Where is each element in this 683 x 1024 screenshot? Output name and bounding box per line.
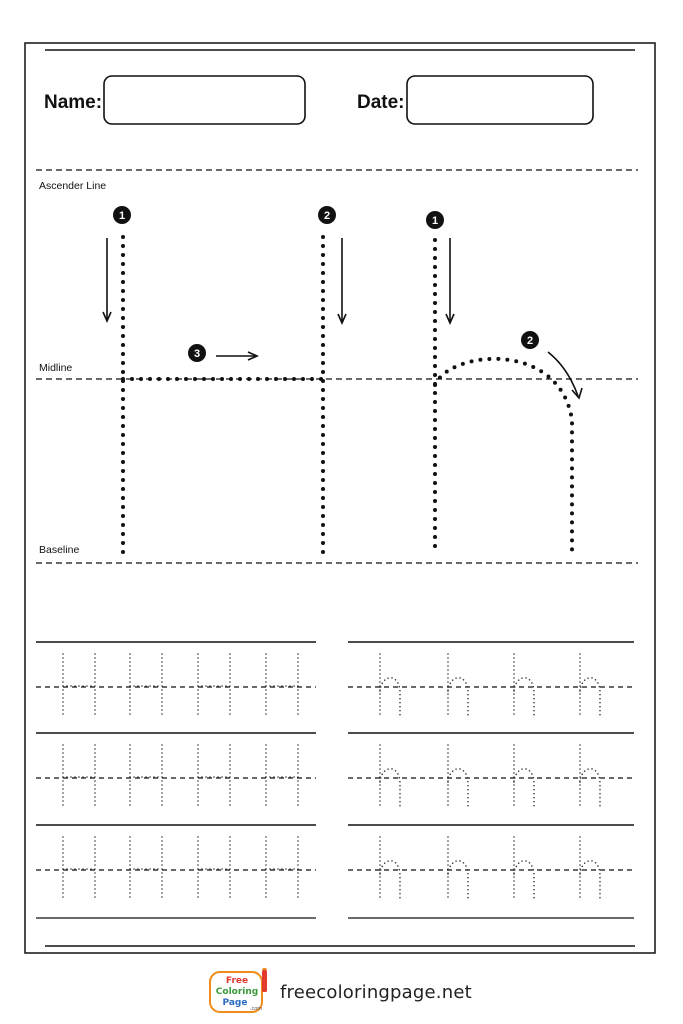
site-logo: Free Coloring Page .com — [209, 968, 267, 1013]
arrow-curve-lower-2 — [547, 351, 579, 397]
arrow-head — [337, 313, 347, 325]
svg-text:2: 2 — [527, 335, 533, 347]
svg-text:1: 1 — [119, 210, 125, 222]
date-label: Date: — [357, 92, 405, 113]
step-badge-upper-1 — [113, 206, 131, 224]
logo-line-page: Page — [223, 998, 248, 1008]
arrow-head — [571, 387, 583, 400]
name-field[interactable] — [103, 75, 306, 125]
baseline-label: Baseline — [39, 544, 79, 556]
direction-arrows — [102, 238, 583, 400]
trace-h-lower-arch — [379, 676, 401, 717]
site-url[interactable]: freecoloringpage.net — [280, 982, 472, 1003]
step-badges: 1 2 3 1 2 — [113, 206, 539, 362]
svg-text:2: 2 — [324, 210, 330, 222]
trace-h-lower-arch — [379, 767, 401, 808]
uppercase-h-demo — [121, 235, 325, 555]
midline-label: Midline — [39, 362, 72, 374]
page-frame — [24, 42, 656, 954]
crayon-icon — [262, 970, 267, 992]
practice-area — [36, 641, 634, 919]
trace-h-lower-arch — [447, 676, 469, 717]
trace-h-lower-arch — [513, 859, 535, 900]
logo-line-free: Free — [226, 976, 248, 986]
svg-text:1: 1 — [432, 215, 438, 227]
name-label: Name: — [44, 92, 102, 113]
logo-line-coloring: Coloring — [216, 987, 258, 997]
step-badge-upper-2 — [318, 206, 336, 224]
step-badge-lower-2 — [521, 331, 539, 349]
trace-h-lower-arch — [513, 767, 535, 808]
arrow-head — [247, 351, 259, 361]
h-lower-arch — [433, 356, 574, 555]
trace-h-lower-arch — [447, 859, 469, 900]
lowercase-h-demo — [433, 238, 574, 555]
logo-line-com: .com — [250, 1006, 262, 1012]
trace-h-lower-arch — [579, 767, 601, 808]
step-badge-upper-3 — [188, 344, 206, 362]
trace-h-lower-arch — [447, 767, 469, 808]
trace-h-lower-arch — [513, 676, 535, 717]
svg-text:3: 3 — [194, 348, 200, 360]
trace-h-lower-arch — [579, 859, 601, 900]
step-badge-lower-1 — [426, 211, 444, 229]
date-field[interactable] — [406, 75, 594, 125]
arrow-head — [445, 313, 455, 325]
arrow-head — [102, 311, 112, 323]
trace-h-lower-arch — [379, 859, 401, 900]
trace-h-lower-arch — [579, 676, 601, 717]
ascender-label: Ascender Line — [39, 180, 106, 192]
